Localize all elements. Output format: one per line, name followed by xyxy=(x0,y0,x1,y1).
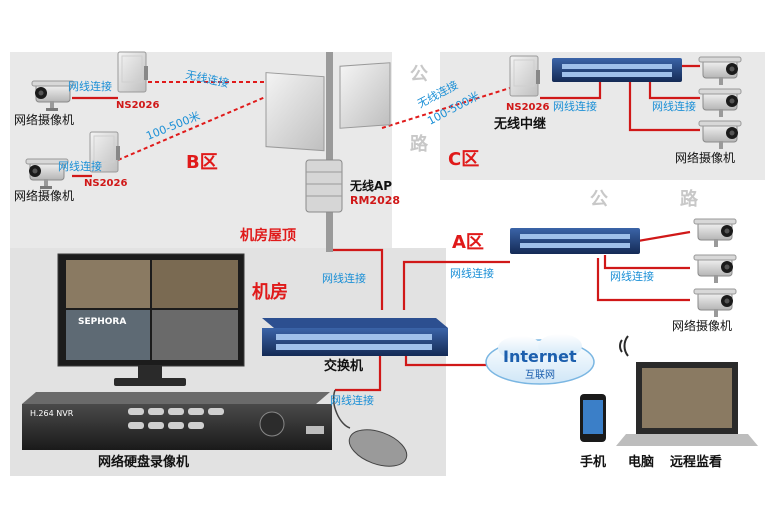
zone-a-label: A区 xyxy=(452,232,484,253)
core-switch-body xyxy=(262,328,448,356)
mouse xyxy=(348,429,408,467)
phone-screen xyxy=(583,400,603,434)
mast-pole xyxy=(326,52,333,252)
camera-b-top-label: 网络摄像机 xyxy=(14,112,74,127)
sector-antenna-right xyxy=(339,62,391,129)
wireless-links xyxy=(117,81,511,161)
camera-a-label: 网络摄像机 xyxy=(672,318,732,333)
switch-label: 交换机 xyxy=(324,358,363,374)
road-char-1: 公 xyxy=(410,64,428,85)
wired-label-roof: 网线连接 xyxy=(322,271,366,285)
wired-label-a-1: 网线连接 xyxy=(450,266,494,280)
core-switch-top xyxy=(262,318,448,328)
road-char-3: 公 xyxy=(590,189,608,210)
core-switch-ports xyxy=(276,334,432,350)
wired-label-b-top: 网线连接 xyxy=(68,79,112,93)
monitor-view-4 xyxy=(152,310,238,360)
switch-c-ports xyxy=(562,64,672,77)
nvr-usb-port xyxy=(306,426,324,434)
wired-label-c-2: 网线连接 xyxy=(652,99,696,113)
switch-a-ports xyxy=(520,234,630,248)
zone-b-label: B区 xyxy=(186,152,218,173)
ap-model-label: RM2028 xyxy=(350,194,400,207)
remote-label: 远程监看 xyxy=(670,454,722,470)
machine-room-label: 机房 xyxy=(252,281,288,303)
nvr-top xyxy=(22,392,330,404)
internet-title: Internet xyxy=(503,347,577,366)
road-char-2: 路 xyxy=(410,133,429,155)
relay-cpe-device xyxy=(509,55,541,97)
monitor-neck xyxy=(138,366,162,380)
ns2026-b-top-label: NS2026 xyxy=(116,100,159,111)
switch-c xyxy=(552,58,682,82)
sector-antenna-left xyxy=(265,72,325,152)
nvr-buttons xyxy=(128,408,224,429)
wired-label-c-1: 网线连接 xyxy=(553,99,597,113)
laptop-base xyxy=(616,434,758,446)
camera-a-1 xyxy=(693,218,737,248)
monitor-base xyxy=(114,378,186,386)
phone-label: 手机 xyxy=(580,454,606,470)
ap-name-label: 无线AP xyxy=(349,178,392,193)
wired-label-a-2: 网线连接 xyxy=(610,269,654,283)
monitor-sign: SEPHORA xyxy=(78,317,126,327)
camera-b-bottom-label: 网络摄像机 xyxy=(14,188,74,203)
switch-a xyxy=(510,228,640,254)
wifi-icon xyxy=(619,335,629,357)
monitor-view-3 xyxy=(66,310,150,360)
monitor-view-2 xyxy=(152,260,238,308)
mouse-cable xyxy=(333,389,351,429)
zone-c-label: C区 xyxy=(448,149,479,170)
wired-label-b-bottom: 网线连接 xyxy=(58,159,102,173)
road-char-4: 路 xyxy=(680,188,699,210)
nvr-badge: H.264 NVR xyxy=(30,409,74,418)
camera-c-label: 网络摄像机 xyxy=(675,150,735,165)
internet-subtitle: 互联网 xyxy=(525,369,555,381)
wired-label-nvr: 网线连接 xyxy=(330,393,374,407)
camera-a-2 xyxy=(693,254,737,284)
ap-enclosure xyxy=(305,159,343,213)
internet-cloud xyxy=(485,334,595,385)
nvr-label: 网络硬盘录像机 xyxy=(98,454,189,470)
ns2026-b-top-device xyxy=(117,51,149,93)
ns2026-b-bottom-label: NS2026 xyxy=(84,178,127,189)
roof-label: 机房屋顶 xyxy=(240,227,296,244)
nvr-jog-dial xyxy=(259,411,285,437)
pc-label: 电脑 xyxy=(628,454,654,470)
laptop-screen xyxy=(642,368,732,428)
monitor-view-1 xyxy=(66,260,150,308)
relay-label: 无线中继 xyxy=(493,116,546,132)
ns2026-c-label: NS2026 xyxy=(506,102,549,113)
camera-a-3 xyxy=(693,288,737,318)
